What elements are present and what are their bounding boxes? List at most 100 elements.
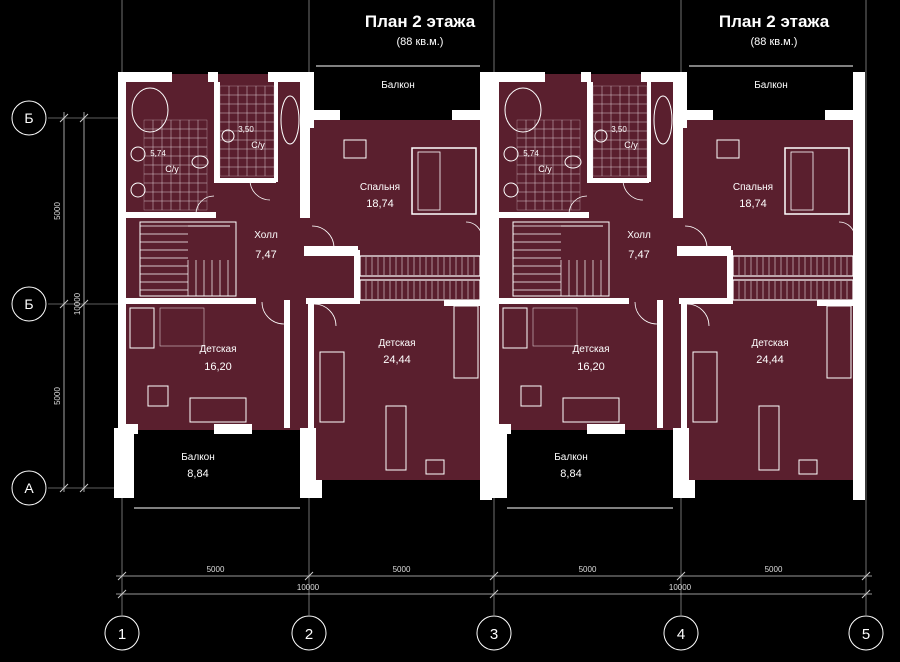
toilet	[564, 155, 582, 169]
door-swing	[465, 221, 483, 239]
wall	[499, 298, 629, 304]
door-swing	[684, 225, 708, 249]
bathtub	[280, 95, 300, 145]
wall	[452, 110, 492, 120]
wall	[853, 72, 865, 500]
wall	[487, 428, 507, 498]
balcony-bottom-area-value: 8,84	[560, 468, 581, 480]
wall	[114, 428, 134, 498]
wall	[354, 250, 360, 304]
bath-left-label: С/у	[165, 164, 179, 174]
rug	[532, 307, 578, 347]
balcony-top-label: Балкон	[381, 80, 415, 91]
hall-area: 7,47	[255, 249, 276, 261]
wall	[641, 72, 687, 82]
dim-lower: 5000	[53, 387, 62, 405]
wall	[126, 298, 256, 304]
sofa	[319, 351, 345, 423]
wall	[673, 128, 683, 218]
wall	[499, 212, 589, 218]
wall	[677, 246, 731, 256]
dim-tick	[79, 483, 89, 493]
chair	[343, 139, 367, 159]
wardrobe	[732, 255, 854, 277]
dim-total: 10000	[297, 583, 320, 592]
kids-right-area: 24,44	[383, 354, 411, 366]
bedroom-area: 18,74	[739, 198, 767, 210]
dim-tick	[489, 571, 499, 581]
sofa	[562, 397, 620, 423]
wall	[647, 82, 651, 182]
bath-left-label: С/у	[538, 164, 552, 174]
col-axis-label: 2	[305, 626, 313, 643]
wardrobe	[359, 255, 481, 277]
wall	[208, 72, 218, 82]
dim-tick	[59, 113, 69, 123]
door-swing	[634, 301, 658, 325]
tile	[264, 166, 275, 177]
chair	[520, 385, 542, 407]
wall	[304, 246, 358, 256]
title-area: (88 кв.м.)	[396, 36, 444, 48]
dim-tick	[79, 113, 89, 123]
balcony-bottom-area-value: 8,84	[187, 468, 208, 480]
wall	[444, 300, 480, 306]
dim-tick	[117, 571, 127, 581]
wall	[118, 72, 172, 82]
dim-segment: 5000	[393, 565, 411, 574]
wall	[677, 110, 713, 120]
dim-tick	[861, 571, 871, 581]
door-swing	[568, 195, 588, 215]
bath-left-area: 5,74	[523, 149, 539, 158]
wall	[118, 72, 126, 428]
unit-2: БалконСпальня18,74Холл7,47Детская16,20Де…	[487, 65, 865, 509]
wall	[491, 72, 545, 82]
tile	[637, 166, 648, 177]
wall	[268, 72, 314, 82]
chair	[147, 385, 169, 407]
dim-segment: 5000	[207, 565, 225, 574]
row-axis-marker	[11, 100, 47, 136]
kids-right-area: 24,44	[756, 354, 784, 366]
dim-tick	[861, 589, 871, 599]
wall	[274, 82, 278, 182]
sink	[503, 182, 519, 198]
dim-tick	[117, 589, 127, 599]
sofa	[692, 351, 718, 423]
desk	[385, 405, 407, 471]
wall	[681, 300, 687, 450]
wardrobe-kids	[502, 307, 528, 349]
bath-left-area: 5,74	[150, 149, 166, 158]
bathtub	[653, 95, 673, 145]
door-swing	[311, 225, 335, 249]
col-axis-marker	[291, 615, 327, 651]
col-axis-marker	[476, 615, 512, 651]
dim-tick	[676, 571, 686, 581]
dim-tick	[79, 299, 89, 309]
door-swing	[838, 221, 856, 239]
balcony-top-label: Балкон	[754, 80, 788, 91]
unit-title-2: План 2 этажа (88 кв.м.)	[674, 12, 874, 48]
desk	[758, 405, 780, 471]
pillow	[790, 151, 814, 211]
title-text: План 2 этажа	[718, 12, 830, 31]
wall	[587, 424, 625, 434]
wardrobe	[359, 279, 481, 301]
row-axis-marker	[11, 470, 47, 506]
bath-right-area: 3,50	[611, 125, 627, 134]
door-swing	[313, 303, 337, 327]
bathtub	[131, 87, 169, 133]
col-axis-label: 4	[677, 626, 685, 643]
dim-total: 10000	[73, 292, 82, 315]
balcony-bottom-label: Балкон	[554, 452, 588, 463]
title-text: План 2 этажа	[364, 12, 476, 31]
door-swing	[686, 303, 710, 327]
kids-right-label: Детская	[378, 338, 415, 349]
dim-segment: 5000	[579, 565, 597, 574]
col-axis-label: 1	[118, 626, 126, 643]
pillow	[417, 151, 441, 211]
wall	[679, 298, 731, 304]
wall	[497, 424, 511, 434]
